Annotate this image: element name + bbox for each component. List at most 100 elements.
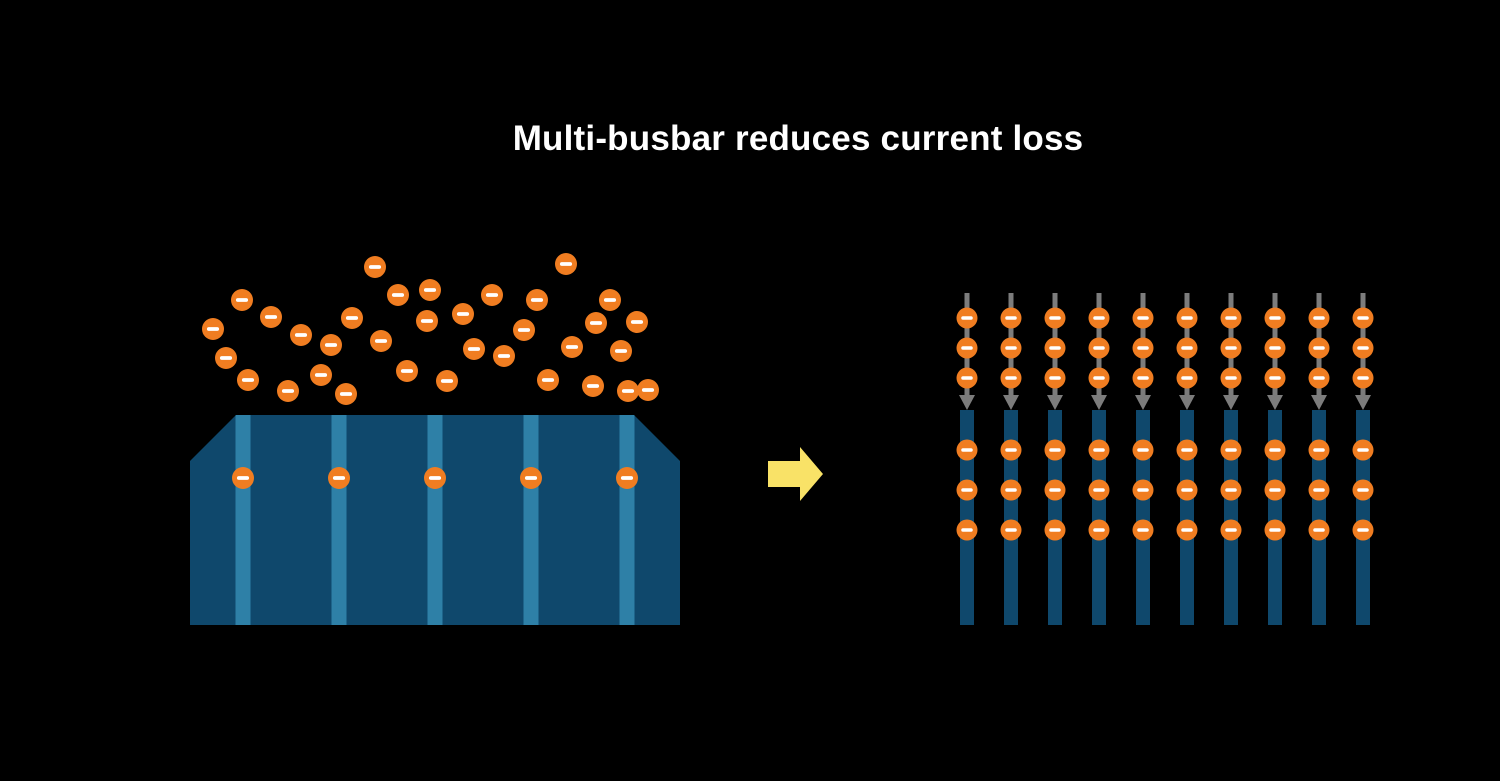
minus-icon — [1269, 376, 1281, 380]
flow-arrowhead-icon — [1047, 395, 1063, 410]
minus-icon — [641, 388, 655, 392]
diagram-title: Multi-busbar reduces current loss — [512, 119, 1084, 158]
flow-arrowhead-icon — [959, 395, 975, 410]
minus-icon — [467, 347, 481, 351]
multi-busbar — [1180, 410, 1194, 625]
minus-icon — [589, 321, 603, 325]
minus-icon — [497, 354, 511, 358]
minus-icon — [961, 528, 973, 532]
minus-icon — [1357, 488, 1369, 492]
minus-icon — [1225, 346, 1237, 350]
minus-icon — [281, 389, 295, 393]
minus-icon — [206, 327, 220, 331]
minus-icon — [339, 392, 353, 396]
minus-icon — [1137, 488, 1149, 492]
flow-arrowhead-icon — [1003, 395, 1019, 410]
minus-icon — [294, 333, 308, 337]
minus-icon — [324, 343, 338, 347]
minus-icon — [423, 288, 437, 292]
minus-icon — [391, 293, 405, 297]
minus-icon — [541, 378, 555, 382]
flow-arrowhead-icon — [1223, 395, 1239, 410]
minus-icon — [1137, 448, 1149, 452]
minus-icon — [1049, 346, 1061, 350]
minus-icon — [961, 316, 973, 320]
busbar-stripe — [523, 415, 539, 625]
minus-icon — [345, 316, 359, 320]
flow-arrowhead-icon — [1267, 395, 1283, 410]
minus-icon — [586, 384, 600, 388]
minus-icon — [1313, 488, 1325, 492]
minus-icon — [961, 448, 973, 452]
minus-icon — [1181, 316, 1193, 320]
multi-busbar — [1004, 410, 1018, 625]
minus-icon — [620, 476, 634, 480]
minus-icon — [1313, 316, 1325, 320]
minus-icon — [1005, 376, 1017, 380]
minus-icon — [1093, 316, 1105, 320]
minus-icon — [236, 476, 250, 480]
multi-busbar — [1224, 410, 1238, 625]
minus-icon — [374, 339, 388, 343]
multi-busbar — [1268, 410, 1282, 625]
busbar-stripe — [235, 415, 251, 625]
minus-icon — [1313, 346, 1325, 350]
multi-busbar — [1092, 410, 1106, 625]
minus-icon — [1181, 346, 1193, 350]
minus-icon — [241, 378, 255, 382]
minus-icon — [1269, 448, 1281, 452]
minus-icon — [1137, 528, 1149, 532]
minus-icon — [1181, 448, 1193, 452]
minus-icon — [1225, 376, 1237, 380]
minus-icon — [559, 262, 573, 266]
minus-icon — [961, 376, 973, 380]
busbar-stripe — [427, 415, 443, 625]
minus-icon — [1005, 528, 1017, 532]
minus-icon — [428, 476, 442, 480]
minus-icon — [1049, 376, 1061, 380]
multi-busbar — [960, 410, 974, 625]
flow-arrowhead-icon — [1135, 395, 1151, 410]
minus-icon — [1005, 488, 1017, 492]
minus-icon — [368, 265, 382, 269]
minus-icon — [517, 328, 531, 332]
minus-icon — [1269, 316, 1281, 320]
minus-icon — [1181, 528, 1193, 532]
minus-icon — [1313, 448, 1325, 452]
minus-icon — [440, 379, 454, 383]
minus-icon — [1225, 448, 1237, 452]
minus-icon — [1093, 346, 1105, 350]
minus-icon — [1357, 376, 1369, 380]
minus-icon — [332, 476, 346, 480]
minus-icon — [1357, 316, 1369, 320]
minus-icon — [1005, 346, 1017, 350]
busbar-stripe — [331, 415, 347, 625]
minus-icon — [1357, 528, 1369, 532]
multi-busbar — [1356, 410, 1370, 625]
minus-icon — [235, 298, 249, 302]
minus-icon — [1269, 528, 1281, 532]
minus-icon — [1005, 316, 1017, 320]
minus-icon — [1225, 528, 1237, 532]
minus-icon — [1313, 528, 1325, 532]
minus-icon — [1093, 488, 1105, 492]
minus-icon — [314, 373, 328, 377]
minus-icon — [1357, 448, 1369, 452]
flow-arrowhead-icon — [1179, 395, 1195, 410]
minus-icon — [1049, 528, 1061, 532]
minus-icon — [1137, 346, 1149, 350]
multi-busbar — [1048, 410, 1062, 625]
minus-icon — [1049, 488, 1061, 492]
minus-icon — [1181, 488, 1193, 492]
minus-icon — [565, 345, 579, 349]
minus-icon — [1225, 488, 1237, 492]
minus-icon — [961, 346, 973, 350]
minus-icon — [1005, 448, 1017, 452]
minus-icon — [603, 298, 617, 302]
minus-icon — [1225, 316, 1237, 320]
minus-icon — [1137, 376, 1149, 380]
minus-icon — [1181, 376, 1193, 380]
minus-icon — [1269, 346, 1281, 350]
